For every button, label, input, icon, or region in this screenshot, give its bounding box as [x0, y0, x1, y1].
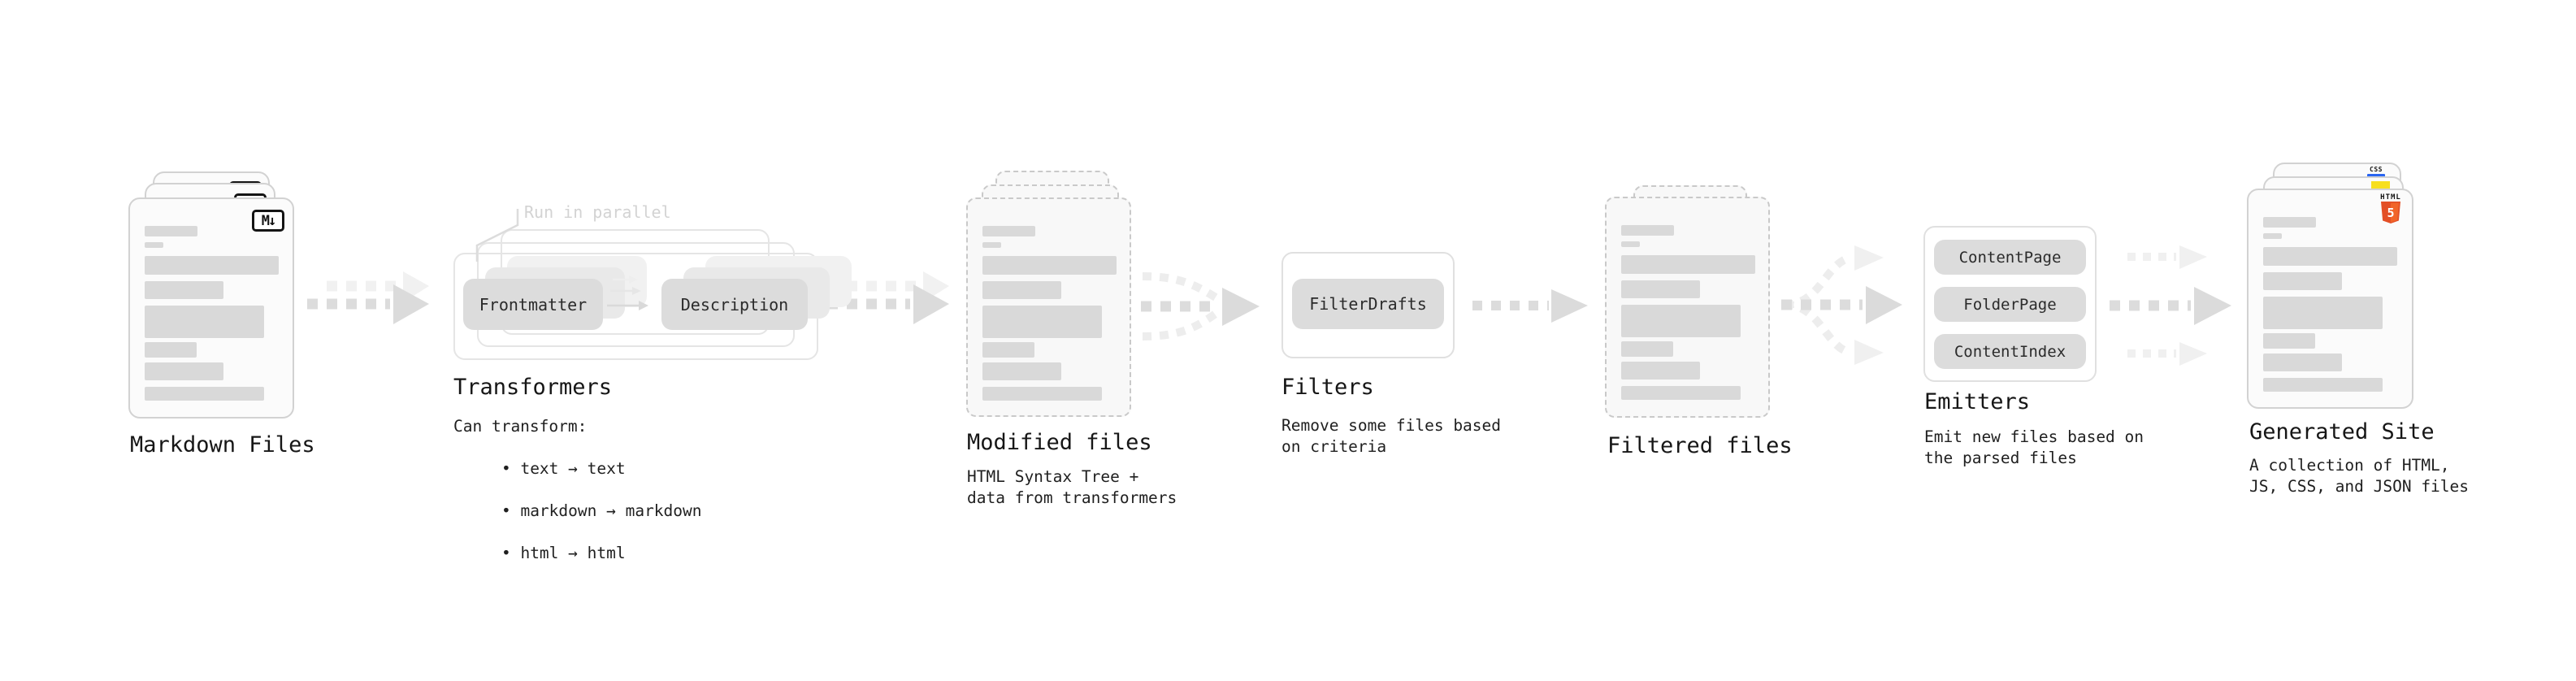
- emitters-title: Emitters: [1924, 389, 2031, 414]
- triple-arrow-icon: [2110, 245, 2231, 366]
- doc-placeholder-line: [145, 387, 264, 401]
- filters-box: FilterDrafts: [1281, 252, 1455, 358]
- doc-placeholder-line: [2263, 217, 2316, 228]
- doc-placeholder-line: [2263, 297, 2383, 329]
- converging-arrow-icon: [1141, 272, 1260, 340]
- doc-placeholder-line: [2263, 378, 2383, 392]
- filtered-file-card: [1605, 197, 1770, 418]
- modified-files-title: Modified files: [967, 430, 1152, 455]
- markdown-file-card-front: M↓: [128, 197, 294, 419]
- doc-placeholder-line: [1621, 225, 1674, 236]
- modified-files-note: HTML Syntax Tree +data from transformers: [967, 467, 1177, 507]
- doc-placeholder-line: [1621, 255, 1755, 274]
- markdown-icon: M↓: [252, 210, 284, 232]
- doc-placeholder-line: [145, 281, 223, 299]
- markdown-files-title: Markdown Files: [130, 432, 315, 458]
- folderpage-pill: FolderPage: [1934, 287, 2086, 322]
- contentpage-pill: ContentPage: [1934, 240, 2086, 275]
- doc-placeholder-line: [2263, 354, 2342, 371]
- arrow-right-icon: [1472, 289, 1588, 323]
- doc-placeholder-line: [2263, 272, 2342, 290]
- javascript-icon: [2371, 181, 2390, 189]
- doc-placeholder-line: [2263, 247, 2397, 266]
- doc-placeholder-line: [145, 226, 197, 236]
- transformers-bullet: • text → text: [501, 459, 626, 478]
- doc-placeholder-line: [145, 342, 197, 358]
- transformers-bullet: • markdown → markdown: [501, 501, 702, 520]
- arrow-right-icon: [307, 271, 429, 324]
- callout-connector-line: [475, 209, 519, 262]
- description-pill: Description: [661, 279, 808, 330]
- doc-placeholder-line: [2263, 233, 2282, 239]
- generated-file-card-html: HTML 5: [2247, 189, 2413, 409]
- filters-title: Filters: [1281, 375, 1374, 400]
- parallel-arrows-icon: [607, 275, 648, 310]
- doc-placeholder-line: [1621, 341, 1673, 357]
- doc-placeholder-line: [982, 342, 1034, 358]
- run-in-parallel-label: Run in parallel: [524, 202, 671, 222]
- doc-placeholder-line: [145, 306, 264, 338]
- modified-file-card: [966, 197, 1131, 417]
- doc-placeholder-line: [982, 242, 1001, 248]
- doc-placeholder-line: [2263, 333, 2315, 349]
- doc-placeholder-line: [145, 256, 279, 275]
- doc-placeholder-line: [982, 281, 1061, 299]
- doc-placeholder-line: [1621, 241, 1640, 247]
- contentindex-pill: ContentIndex: [1934, 334, 2086, 369]
- doc-placeholder-line: [1621, 280, 1700, 298]
- doc-placeholder-line: [1621, 362, 1700, 380]
- doc-placeholder-line: [982, 226, 1035, 236]
- doc-placeholder-line: [145, 242, 163, 248]
- transformers-title: Transformers: [453, 375, 613, 400]
- frontmatter-pill: Frontmatter: [463, 279, 603, 330]
- emitters-box: ContentPage FolderPage ContentIndex: [1923, 226, 2097, 382]
- transformers-bullet: • html → html: [501, 544, 626, 562]
- doc-placeholder-line: [145, 362, 223, 380]
- doc-placeholder-line: [982, 256, 1117, 275]
- html5-shield-icon: HTML 5: [2380, 193, 2401, 225]
- doc-placeholder-line: [1621, 386, 1741, 400]
- generated-site-note: A collection of HTML,JS, CSS, and JSON f…: [2249, 456, 2470, 496]
- arrow-right-icon: [827, 271, 949, 324]
- generated-site-title: Generated Site: [2249, 419, 2435, 445]
- filtered-files-title: Filtered files: [1607, 433, 1793, 458]
- diverging-arrow-icon: [1781, 245, 1902, 365]
- css-icon: CSS: [2367, 167, 2385, 177]
- filterdrafts-pill: FilterDrafts: [1292, 279, 1444, 329]
- doc-placeholder-line: [1621, 305, 1741, 337]
- doc-placeholder-line: [982, 362, 1061, 380]
- transformers-note: Can transform: • text → text • markdown …: [453, 417, 702, 562]
- doc-placeholder-line: [982, 387, 1102, 401]
- svg-text:5: 5: [2387, 206, 2394, 220]
- doc-placeholder-line: [982, 306, 1102, 338]
